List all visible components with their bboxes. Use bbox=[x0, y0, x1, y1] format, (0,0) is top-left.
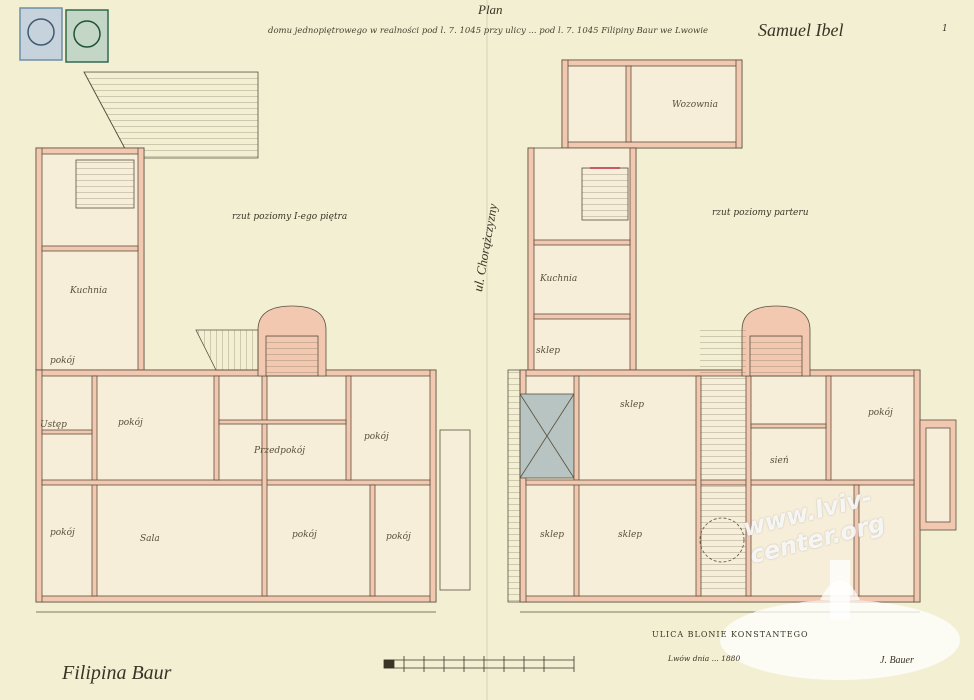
vestibule-circle bbox=[699, 517, 745, 563]
room-label: sklep bbox=[620, 400, 645, 410]
owner-signature-bottom: Filipina Baur bbox=[62, 662, 172, 684]
stair-ramp-left bbox=[195, 329, 259, 371]
street-edge bbox=[507, 369, 521, 603]
porch-left bbox=[439, 429, 471, 591]
room-label: pokój bbox=[50, 528, 75, 538]
sheet-description: domu jednopiętrowego w realności pod l. … bbox=[268, 26, 709, 36]
room-label: Sala bbox=[140, 534, 160, 544]
plan-first-floor bbox=[35, 71, 471, 613]
stamp-1 bbox=[19, 7, 63, 61]
room-label: pokój bbox=[292, 530, 317, 540]
wing-stairs bbox=[75, 159, 135, 209]
room-label: sklep bbox=[540, 530, 565, 540]
room-label: pokój bbox=[364, 432, 389, 442]
revenue-stamps bbox=[19, 7, 109, 63]
coach-house bbox=[561, 59, 743, 149]
room-label: pokój bbox=[386, 532, 411, 542]
architect-signature: J. Bauer bbox=[880, 655, 914, 666]
stamp-2 bbox=[65, 9, 109, 63]
sheet-title: Plan bbox=[478, 2, 503, 17]
watermark-logo bbox=[720, 560, 960, 680]
room-label: pokój bbox=[868, 408, 893, 418]
plan-ground-floor bbox=[507, 59, 957, 613]
plan-label-ground-floor: rzut poziomy parteru bbox=[712, 208, 809, 218]
room-label: Wozownia bbox=[672, 100, 718, 110]
room-label: Przedpokój bbox=[254, 446, 306, 456]
roof-hatch bbox=[83, 71, 259, 159]
page-number: 1 bbox=[942, 24, 948, 34]
room-label: sklep bbox=[536, 346, 561, 356]
date-line: Lwów dnia ... 1880 bbox=[668, 654, 741, 663]
room-label: pokój bbox=[50, 356, 75, 366]
room-label: sień bbox=[770, 456, 789, 466]
room-label: sklep bbox=[618, 530, 643, 540]
street-label-bottom: ULICA BLONIE KONSTANTEGO bbox=[652, 630, 809, 639]
room-label: pokój bbox=[118, 418, 143, 428]
room-label: Ustęp bbox=[40, 420, 67, 430]
owner-signature-top: Samuel Ibel bbox=[758, 20, 844, 40]
room-label: Kuchnia bbox=[70, 286, 108, 296]
scale-bar bbox=[383, 656, 575, 672]
room-label: Kuchnia bbox=[540, 274, 578, 284]
plan-label-first-floor: rzut poziomy I-ego piętra bbox=[232, 212, 348, 222]
